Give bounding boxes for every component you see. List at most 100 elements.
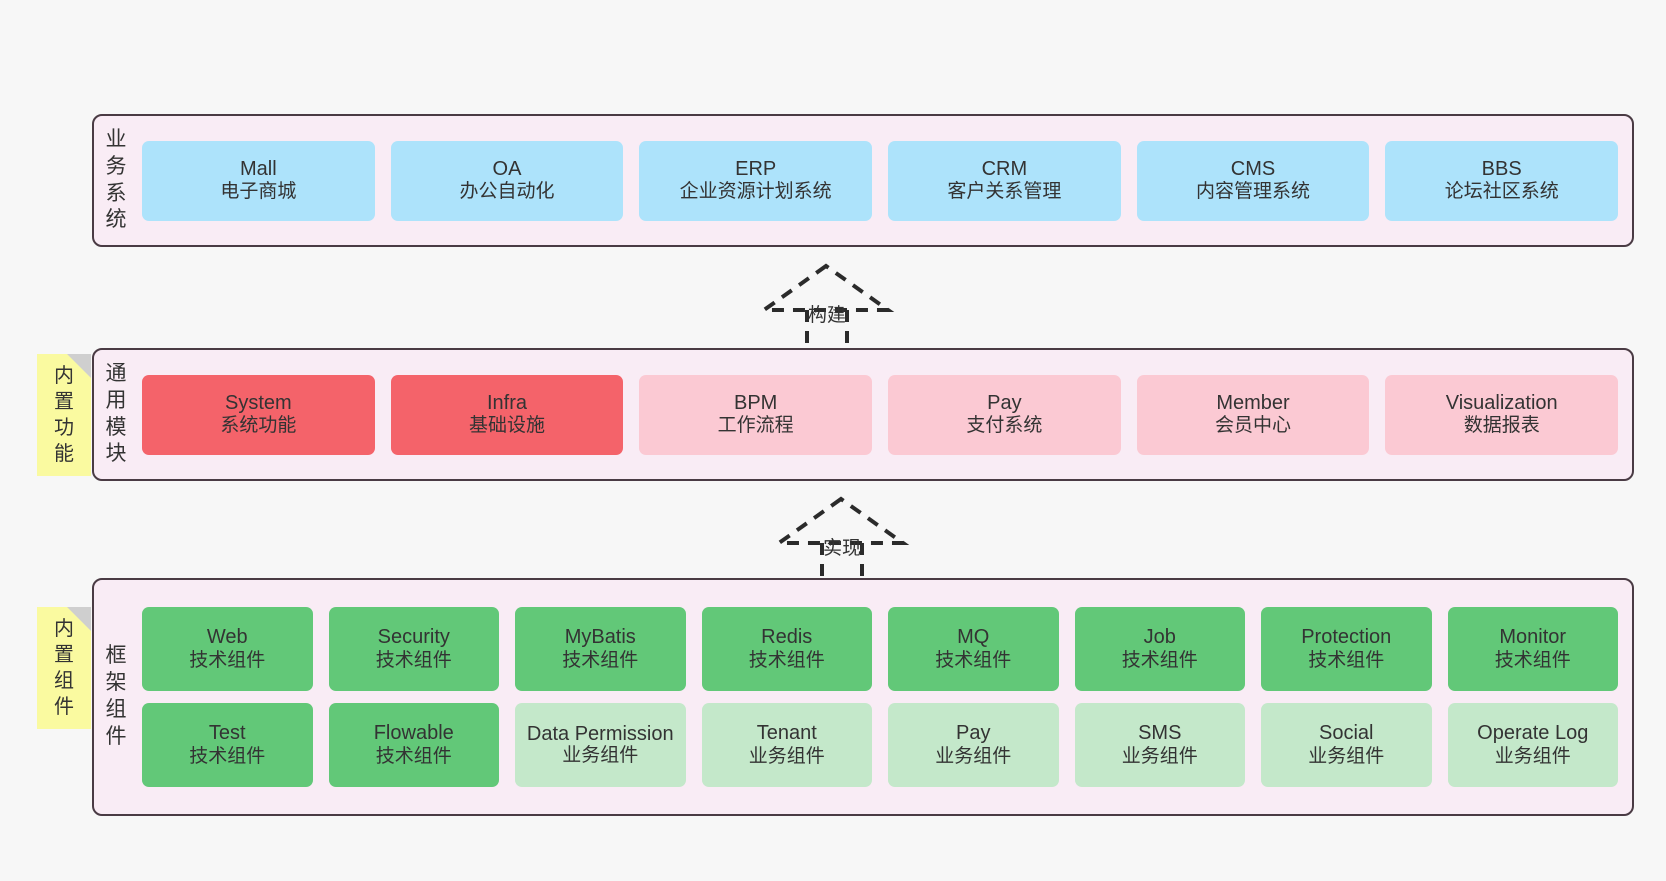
node-visualization[interactable]: Visualization 数据报表 (1385, 374, 1619, 455)
layer-label-char: 务 (105, 154, 127, 178)
arrow-head-dashed (757, 263, 895, 312)
node-title: Monitor (1499, 626, 1567, 648)
node-subtitle: 业务组件 (748, 745, 825, 767)
layer-label-char: 通 (105, 361, 127, 385)
connector-implement: 实现 (772, 495, 915, 577)
node-pay-module[interactable]: Pay 支付系统 (888, 374, 1121, 455)
node-subtitle: 业务组件 (1308, 745, 1385, 767)
node-subtitle: 技术组件 (1308, 649, 1385, 671)
layer-body-common-modules: System 系统功能 Infra 基础设施 BPM 工作流程 Pay 支付系统… (138, 350, 1632, 479)
node-mybatis[interactable]: MyBatis 技术组件 (515, 607, 686, 691)
node-title: Pay (987, 391, 1022, 414)
node-title: Security (377, 626, 450, 648)
node-row: Test 技术组件 Flowable 技术组件 Data Permission … (142, 703, 1618, 787)
layer-label-char: 用 (105, 388, 127, 412)
node-row: System 系统功能 Infra 基础设施 BPM 工作流程 Pay 支付系统… (142, 374, 1619, 455)
node-title: Pay (956, 722, 991, 744)
node-title: Tenant (756, 722, 817, 744)
node-job[interactable]: Job 技术组件 (1074, 607, 1245, 691)
node-bbs[interactable]: BBS 论坛社区系统 (1385, 140, 1619, 221)
sticky-note-builtin-components: 内 置 组 件 (37, 607, 91, 729)
node-title: Web (206, 626, 248, 648)
sticky-note-text: 内 置 功 能 (54, 363, 74, 467)
node-subtitle: 办公自动化 (459, 181, 555, 203)
node-title: System (224, 391, 292, 414)
connector-build: 构建 (757, 262, 900, 344)
node-subtitle: 业务组件 (1121, 745, 1198, 767)
node-row: Web 技术组件 Security 技术组件 MyBatis 技术组件 Redi… (142, 607, 1618, 691)
node-subtitle: 技术组件 (189, 745, 266, 767)
sticky-char: 件 (54, 696, 74, 718)
sticky-char: 置 (54, 644, 74, 666)
node-subtitle: 工作流程 (717, 415, 794, 437)
node-data-permission[interactable]: Data Permission 业务组件 (515, 703, 686, 787)
layer-framework-components: 框 架 组 件 Web 技术组件 Security 技术组件 MyBatis 技… (92, 578, 1634, 816)
layer-label-char: 统 (105, 208, 127, 232)
node-mq[interactable]: MQ 技术组件 (888, 607, 1059, 691)
sticky-char: 组 (54, 670, 74, 692)
node-subtitle: 技术组件 (189, 649, 266, 671)
layer-label-char: 框 (105, 644, 127, 668)
node-subtitle: 电子商城 (220, 181, 297, 203)
node-title: MyBatis (564, 626, 636, 648)
node-title: Infra (486, 391, 528, 414)
node-redis[interactable]: Redis 技术组件 (701, 607, 872, 691)
node-sms[interactable]: SMS 业务组件 (1074, 703, 1245, 787)
node-operate-log[interactable]: Operate Log 业务组件 (1447, 703, 1618, 787)
node-protection[interactable]: Protection 技术组件 (1261, 607, 1432, 691)
layer-body-business-systems: Mall 电子商城 OA 办公自动化 ERP 企业资源计划系统 CRM 客户关系… (138, 116, 1632, 245)
node-subtitle: 技术组件 (1494, 649, 1571, 671)
node-cms[interactable]: CMS 内容管理系统 (1136, 140, 1370, 221)
node-title: Member (1216, 391, 1290, 414)
node-title: BPM (734, 391, 778, 414)
node-web[interactable]: Web 技术组件 (142, 607, 313, 691)
node-title: BBS (1481, 157, 1522, 180)
node-subtitle: 系统功能 (220, 415, 297, 437)
node-erp[interactable]: ERP 企业资源计划系统 (639, 140, 873, 221)
node-subtitle: 技术组件 (1121, 649, 1198, 671)
node-title: Redis (761, 626, 813, 648)
node-title: CRM (981, 157, 1028, 180)
connector-label-implement: 实现 (822, 538, 862, 559)
layer-label-char: 架 (105, 671, 127, 695)
arrow-head-dashed (772, 496, 910, 545)
node-crm[interactable]: CRM 客户关系管理 (888, 140, 1121, 221)
node-title: Operate Log (1477, 722, 1589, 744)
layer-label-char: 件 (105, 724, 127, 748)
sticky-note-builtin-features: 内 置 功 能 (37, 354, 91, 476)
node-title: Mall (240, 157, 277, 180)
sticky-char: 内 (54, 365, 74, 387)
node-title: SMS (1138, 722, 1182, 744)
node-system[interactable]: System 系统功能 (142, 374, 375, 455)
node-subtitle: 业务组件 (935, 745, 1012, 767)
node-pay-component[interactable]: Pay 业务组件 (888, 703, 1059, 787)
node-title: MQ (957, 626, 990, 648)
node-subtitle: 基础设施 (469, 415, 546, 437)
node-test[interactable]: Test 技术组件 (142, 703, 313, 787)
node-title: CMS (1230, 157, 1276, 180)
layer-business-systems: 业 务 系 统 Mall 电子商城 OA 办公自动化 ERP 企业资源计划系统 (92, 114, 1634, 247)
node-social[interactable]: Social 业务组件 (1261, 703, 1432, 787)
node-mall[interactable]: Mall 电子商城 (142, 140, 375, 221)
node-title: OA (492, 157, 522, 180)
node-title: Flowable (373, 722, 454, 744)
node-security[interactable]: Security 技术组件 (328, 607, 499, 691)
node-subtitle: 企业资源计划系统 (679, 181, 832, 203)
node-monitor[interactable]: Monitor 技术组件 (1447, 607, 1618, 691)
node-subtitle: 技术组件 (562, 649, 639, 671)
node-flowable[interactable]: Flowable 技术组件 (328, 703, 499, 787)
node-bpm[interactable]: BPM 工作流程 (639, 374, 873, 455)
node-infra[interactable]: Infra 基础设施 (390, 374, 624, 455)
node-member[interactable]: Member 会员中心 (1136, 374, 1370, 455)
layer-label-char: 块 (105, 442, 127, 466)
node-title: Data Permission (526, 722, 674, 745)
node-title: Protection (1301, 626, 1392, 648)
connector-label-build: 构建 (807, 305, 847, 326)
node-tenant[interactable]: Tenant 业务组件 (701, 703, 872, 787)
page-fold-icon (67, 607, 91, 631)
node-oa[interactable]: OA 办公自动化 (390, 140, 624, 221)
layer-label-char: 组 (105, 698, 127, 721)
sticky-char: 能 (54, 443, 74, 465)
node-subtitle: 业务组件 (562, 744, 639, 766)
node-subtitle: 技术组件 (375, 649, 452, 671)
